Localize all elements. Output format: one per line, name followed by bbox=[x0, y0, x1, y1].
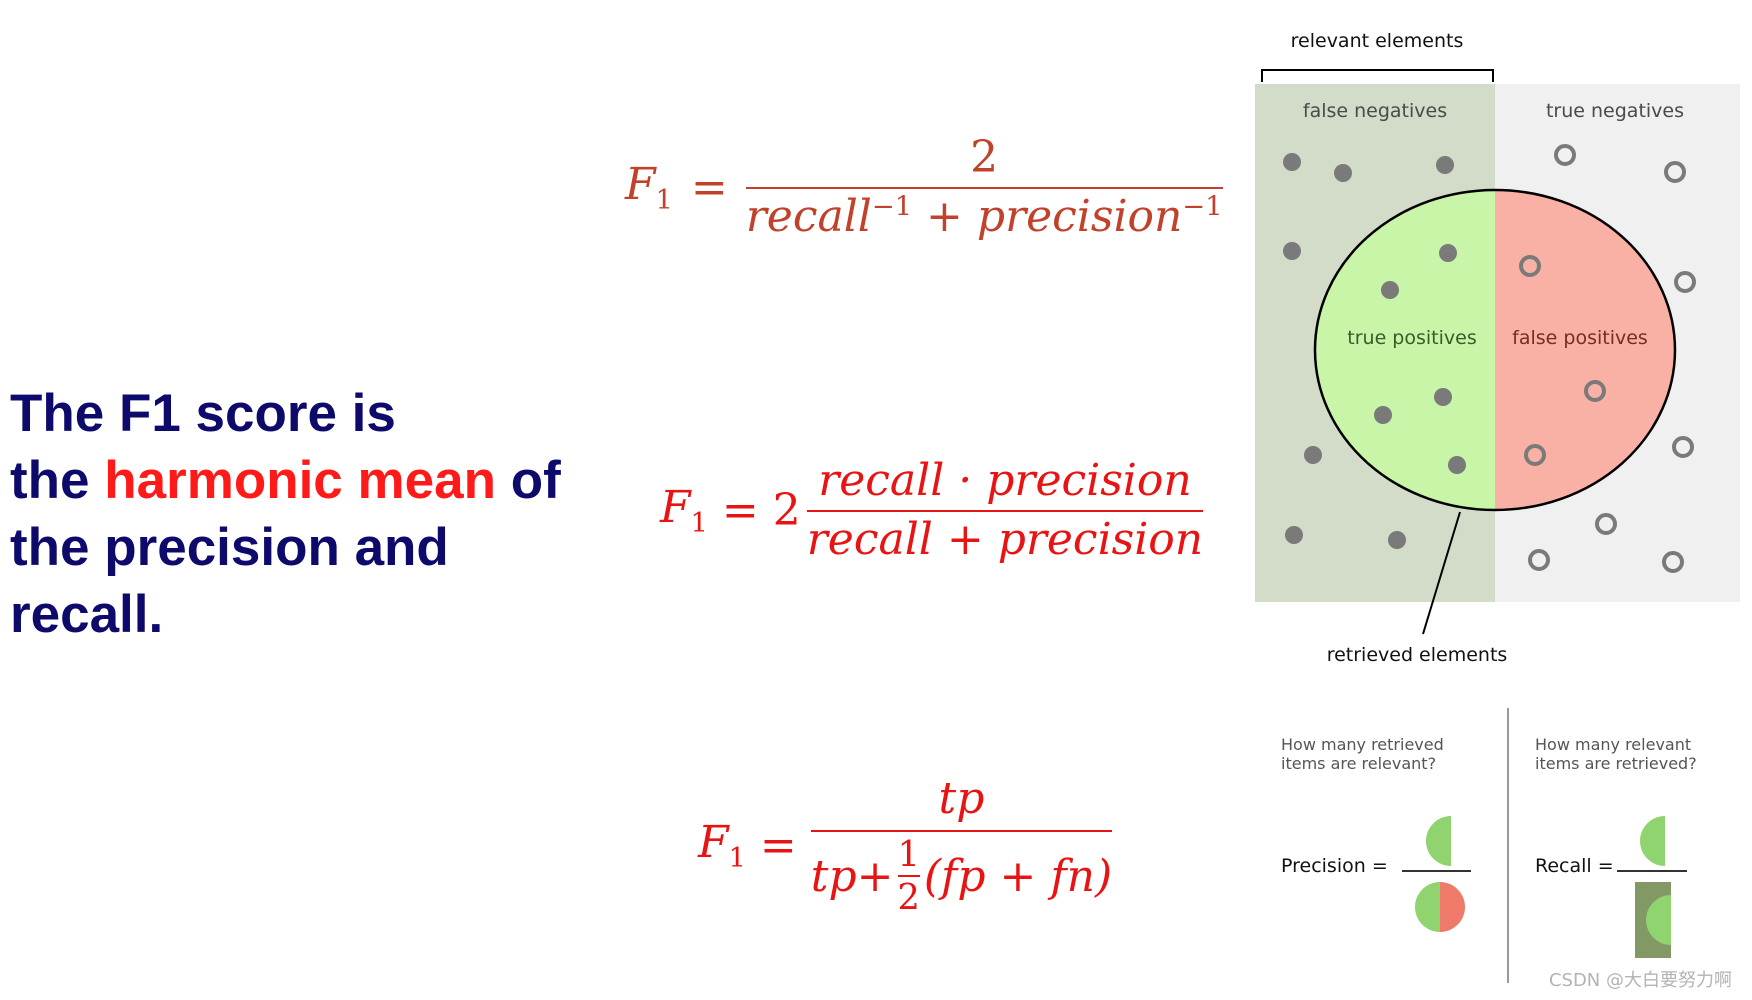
f1-lhs: F1 bbox=[625, 158, 673, 216]
true-positive-dot bbox=[1439, 244, 1457, 262]
statement-line-1: The F1 score is bbox=[10, 384, 396, 443]
false-positives-label: false positives bbox=[1512, 327, 1648, 349]
true-negative-dot bbox=[1662, 551, 1684, 573]
denominator: recall−1 + precision−1 bbox=[745, 191, 1223, 243]
fraction-bar bbox=[806, 510, 1204, 513]
false-positive-dot bbox=[1584, 380, 1606, 402]
product-sum-fraction: recall · precision recall + precision bbox=[806, 455, 1204, 566]
watermark: CSDN @大白要努力啊 bbox=[1548, 970, 1732, 991]
true-positive-area bbox=[1315, 190, 1495, 510]
precision-numerator-half-circle bbox=[1426, 816, 1451, 866]
equals-sign: = bbox=[721, 484, 759, 536]
formula-reciprocal: F1 = 2 recall−1 + precision−1 bbox=[625, 132, 1223, 242]
f1-lhs: F1 bbox=[660, 481, 708, 539]
retrieved-pointer-line bbox=[1422, 511, 1461, 635]
false-negative-dot bbox=[1304, 446, 1322, 464]
statement-line-2: the harmonic mean of bbox=[10, 447, 610, 514]
recall-question: How many relevant items are retrieved? bbox=[1535, 735, 1697, 773]
true-negative-dot bbox=[1595, 513, 1617, 535]
precision-recall-venn-diagram: relevant elements false negatives true n… bbox=[1255, 30, 1740, 666]
false-positive-dot bbox=[1519, 255, 1541, 277]
precision-question: How many retrieved items are relevant? bbox=[1281, 735, 1449, 773]
statement-line-2-end: of bbox=[495, 451, 561, 510]
true-positive-dot bbox=[1448, 456, 1466, 474]
fraction-bar bbox=[810, 830, 1113, 833]
statement-line-3: the precision and bbox=[10, 518, 449, 577]
true-negative-dot bbox=[1554, 144, 1576, 166]
true-positive-dot bbox=[1434, 388, 1452, 406]
statement-line-2-start: the bbox=[10, 451, 105, 510]
false-negative-dot bbox=[1285, 526, 1303, 544]
false-negative-dot bbox=[1283, 153, 1301, 171]
coefficient: 2 bbox=[772, 484, 801, 536]
formula-confusion-counts: F1 = tp tp + 1 2 (fp + fn) bbox=[698, 773, 1113, 919]
true-negative-dot bbox=[1664, 161, 1686, 183]
recall-numerator-half-circle bbox=[1640, 816, 1665, 866]
precision-recall-panel: How many retrieved items are relevant? H… bbox=[1281, 708, 1697, 983]
f1-lhs: F1 bbox=[698, 817, 746, 875]
relevant-elements-label: relevant elements bbox=[1291, 30, 1464, 52]
true-positive-dot bbox=[1374, 406, 1392, 424]
irrelevant-dots bbox=[1519, 144, 1696, 573]
one-half-fraction: 1 2 bbox=[897, 834, 920, 919]
retrieved-circle bbox=[1313, 188, 1677, 512]
equals-sign: = bbox=[690, 161, 728, 213]
true-negative-dot bbox=[1528, 549, 1550, 571]
denominator: tp + 1 2 (fp + fn) bbox=[810, 834, 1113, 919]
statement-line-4: recall. bbox=[10, 585, 164, 644]
true-negatives-label: true negatives bbox=[1546, 100, 1684, 122]
false-negative-dot bbox=[1436, 156, 1454, 174]
formula-product-over-sum: F1 = 2 recall · precision recall + preci… bbox=[660, 455, 1204, 566]
harmonic-mean-highlight: harmonic mean bbox=[104, 451, 496, 510]
counts-fraction: tp tp + 1 2 (fp + fn) bbox=[810, 773, 1113, 919]
relevant-dots bbox=[1283, 153, 1466, 549]
numerator: recall · precision bbox=[818, 455, 1192, 506]
denominator: recall + precision bbox=[806, 514, 1204, 566]
f1-definition-text: The F1 score is the harmonic mean of the… bbox=[10, 380, 610, 648]
recall-label: Recall = bbox=[1535, 855, 1614, 877]
equals-sign: = bbox=[759, 820, 797, 872]
retrieved-elements-label: retrieved elements bbox=[1327, 644, 1508, 666]
false-positive-dot bbox=[1524, 444, 1546, 466]
false-negative-dot bbox=[1283, 242, 1301, 260]
fraction-bar bbox=[745, 187, 1223, 190]
false-negative-dot bbox=[1388, 531, 1406, 549]
numerator: 2 bbox=[970, 132, 999, 183]
numerator: tp bbox=[938, 773, 985, 824]
reciprocal-fraction: 2 recall−1 + precision−1 bbox=[745, 132, 1223, 243]
precision-denominator-left bbox=[1415, 882, 1440, 932]
false-negatives-label: false negatives bbox=[1303, 100, 1447, 122]
true-negative-dot bbox=[1674, 271, 1696, 293]
recall-denominator-half-circle bbox=[1646, 895, 1671, 945]
true-positive-dot bbox=[1381, 281, 1399, 299]
false-negative-dot bbox=[1334, 164, 1352, 182]
relevant-bracket bbox=[1261, 69, 1494, 82]
true-negative-dot bbox=[1672, 436, 1694, 458]
true-positives-label: true positives bbox=[1347, 327, 1476, 349]
precision-denominator-right bbox=[1440, 882, 1465, 932]
precision-label: Precision = bbox=[1281, 855, 1388, 877]
